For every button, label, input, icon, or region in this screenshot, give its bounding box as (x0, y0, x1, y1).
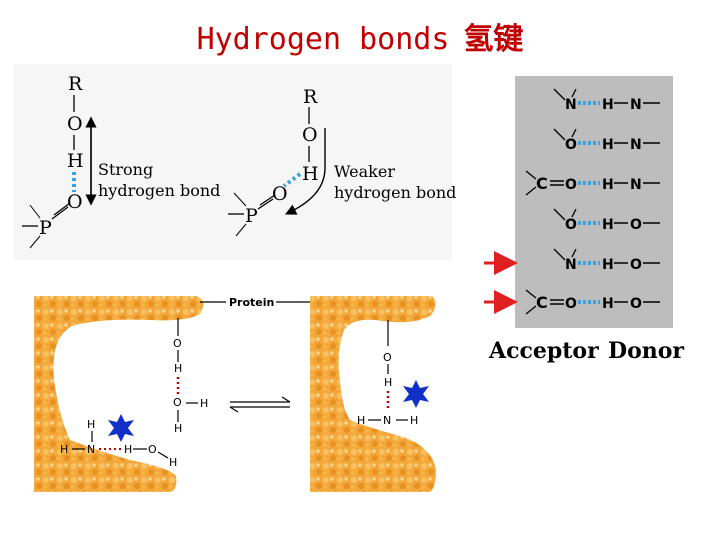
svg-text:H: H (200, 397, 208, 410)
atom-label: H (602, 97, 614, 113)
atom-o: O (67, 113, 83, 135)
svg-text:N: N (383, 414, 391, 427)
atom-label: N (630, 177, 642, 193)
weaker-label-2: hydrogen bond (334, 183, 456, 202)
strong-bond-panel: R O H O P Strong hydrogen bond (14, 64, 230, 260)
strong-label-2: hydrogen bond (98, 181, 220, 200)
slide-title: Hydrogen bonds 氢键 (0, 14, 720, 58)
atom-label: H (602, 257, 614, 273)
atom-label: N (630, 97, 642, 113)
protein-label: Protein (229, 296, 274, 309)
atom-label: C (536, 293, 548, 312)
protein-right (310, 296, 436, 492)
atom-label: O (565, 217, 577, 233)
atom-label: N (630, 137, 642, 153)
svg-text:H: H (174, 362, 182, 375)
donor-label: Donor (608, 338, 684, 364)
bond-length-arrow (284, 128, 326, 215)
atom-p: P (39, 217, 52, 239)
svg-text:O: O (383, 351, 392, 364)
atom-label: H (602, 296, 614, 312)
weaker-label: Weaker (334, 162, 395, 181)
atom-h: H (67, 150, 84, 172)
atom-o: O (302, 124, 318, 146)
svg-text:H: H (384, 376, 392, 389)
title-cn: 氢键 (463, 22, 524, 57)
svg-text:H: H (124, 443, 132, 456)
atom-label: N (565, 97, 577, 113)
ligand-star (403, 380, 429, 408)
atom-label: H (602, 137, 614, 153)
atom-r: R (303, 86, 318, 108)
atom-label: O (630, 217, 642, 233)
svg-text:H: H (174, 422, 182, 435)
atom-label: O (630, 296, 642, 312)
protein-left (34, 296, 204, 492)
protein-diagram: Protein O H O H H H N H H O H O (34, 296, 436, 492)
svg-text:N: N (87, 443, 95, 456)
atom-label: O (630, 257, 642, 273)
atom-o: O (272, 183, 288, 205)
svg-text:O: O (173, 396, 182, 409)
svg-text:H: H (357, 414, 365, 427)
svg-text:H: H (87, 418, 95, 431)
svg-text:O: O (173, 337, 182, 350)
svg-text:H: H (60, 443, 68, 456)
strong-label: Strong (98, 160, 153, 179)
atom-label: O (565, 137, 577, 153)
atom-label: O (565, 296, 577, 312)
equilibrium-arrows (229, 396, 291, 413)
atom-label: H (602, 177, 614, 193)
svg-text:H: H (410, 414, 418, 427)
svg-text:O: O (148, 443, 157, 456)
svg-text:H: H (169, 456, 177, 469)
atom-h: H (302, 163, 319, 185)
atom-label: N (565, 257, 577, 273)
atom-label: C (536, 174, 548, 193)
atom-r: R (68, 73, 83, 95)
atom-label: H (602, 217, 614, 233)
weaker-bond-panel: R O H O P Weaker hydrogen bond (228, 64, 456, 260)
ligand-star (108, 414, 134, 442)
title-en: Hydrogen bonds (196, 22, 450, 57)
atom-label: O (565, 177, 577, 193)
atom-o: O (67, 191, 83, 213)
acceptor-label: Acceptor (488, 338, 599, 364)
atom-p: P (245, 205, 258, 227)
